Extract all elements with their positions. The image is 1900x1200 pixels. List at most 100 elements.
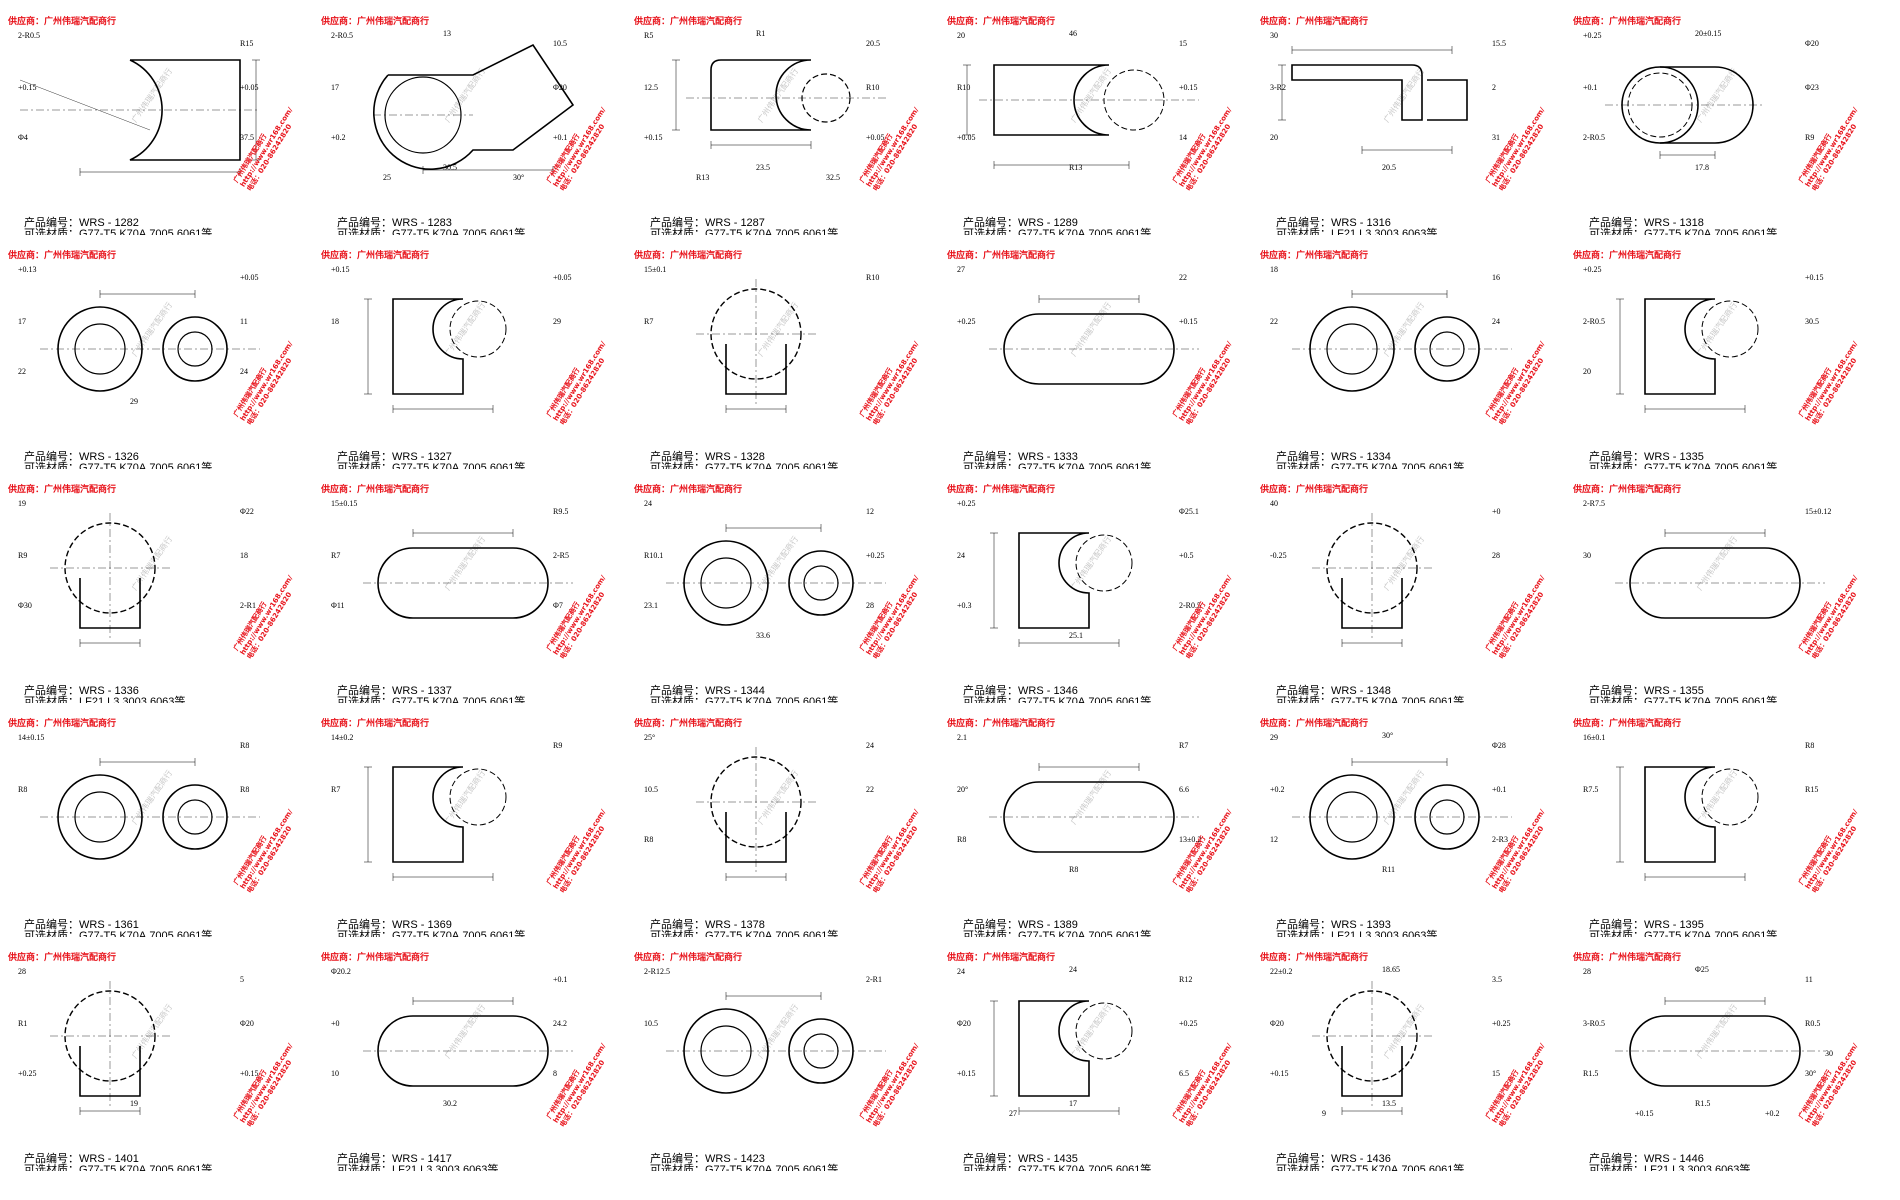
product-code-prefix: 产品编号： [24,451,79,463]
material-value: G77-T5,K70A,7005,6061等 [1018,228,1152,235]
dimension-label: +0.1 [553,975,568,984]
dimension-label: R5 [644,31,653,40]
dimension-label: R8 [240,741,249,750]
dimension-label: +0.15 [240,1069,259,1078]
product-code-value: WRS - 1334 [1331,451,1391,463]
product-code-value: WRS - 1395 [1644,919,1704,931]
product-code-value: WRS - 1326 [79,451,139,463]
product-code-value: WRS - 1393 [1331,919,1391,931]
supplier-label: 供应商：广州伟瑞汽配商行 [634,485,743,495]
dimension-label: 20.5 [1382,163,1396,172]
material-prefix: 可选材质： [337,228,392,235]
dimension-label: 24 [866,741,874,750]
dimension-label: -0.25 [1270,551,1287,560]
dimension-label: 17.8 [1695,163,1709,172]
material-prefix: 可选材质： [337,930,392,937]
dimension-label: 20.5 [866,39,880,48]
product-code-value: WRS - 1378 [705,919,765,931]
material-prefix: 可选材质： [1589,696,1644,703]
dimension-label: 18 [331,317,339,326]
product-code-prefix: 产品编号： [1589,451,1644,463]
material-value: G77-T5,K70A,7005,6061等 [705,696,839,703]
dimension-label: 22 [18,367,26,376]
dimension-label: +0.25 [957,317,976,326]
dimension-label: 29 [1270,733,1278,742]
dimension-label: +0.2 [1270,785,1285,794]
dimension-label: 13.5 [1382,1099,1396,1108]
material-value: G77-T5,K70A,7005,6061等 [1331,1164,1465,1171]
supplier-label: 供应商：广州伟瑞汽配商行 [1260,953,1369,963]
material-prefix: 可选材质： [1589,930,1644,937]
product-code-value: WRS - 1287 [705,217,765,229]
product-code-prefix: 产品编号： [24,1153,79,1165]
dimension-label: R15 [1805,785,1818,794]
product-code: 产品编号：WRS - 1401 [24,1150,139,1166]
dimension-label: 15 [1179,39,1187,48]
supplier-label: 供应商：广州伟瑞汽配商行 [1573,485,1682,495]
dimension-label: 5 [240,975,244,984]
dimension-label: 10.5 [644,785,658,794]
dimension-label: Φ7 [553,601,563,610]
material-prefix: 可选材质： [24,930,79,937]
dimension-label: 14±0.2 [331,733,353,742]
dimension-label: R13 [696,173,709,182]
dimension-label: 24 [957,967,965,976]
product-code-value: WRS - 1435 [1018,1153,1078,1165]
product-code-prefix: 产品编号： [963,451,1018,463]
dimension-label: R10 [957,83,970,92]
dimension-label: 24 [1492,317,1500,326]
dimension-label: 30.5 [1805,317,1819,326]
product-code: 产品编号：WRS - 1327 [337,448,452,464]
product-code-value: WRS - 1417 [392,1153,452,1165]
material-line: 可选材质：LF21,L3,3003,6063等 [24,693,185,703]
dimension-label: 30° [1805,1069,1816,1078]
dimension-label: 2-R0.5 [1583,133,1605,142]
supplier-label: 供应商：广州伟瑞汽配商行 [947,719,1056,729]
material-prefix: 可选材质： [24,696,79,703]
material-prefix: 可选材质： [1276,228,1331,235]
material-value: LF21,L3,3003,6063等 [392,1164,499,1171]
dimension-label: 20±0.15 [1695,29,1721,38]
dimension-label: 2-R0.5 [18,31,40,40]
product-code: 产品编号：WRS - 1369 [337,916,452,932]
dimension-label: R7.5 [1583,785,1598,794]
dimension-label: +0.2 [331,133,346,142]
dimension-label: 2.1 [957,733,967,742]
dimension-label: +0.05 [240,83,259,92]
dimension-label: 23.1 [644,601,658,610]
dimension-label: 30 [1825,1049,1833,1058]
dimension-label: 32.5 [826,173,840,182]
material-value: G77-T5,K70A,7005,6061等 [1331,696,1465,703]
dimension-label: 15±0.15 [331,499,357,508]
supplier-label: 供应商：广州伟瑞汽配商行 [1260,17,1369,27]
dimension-label: +0.15 [1805,273,1824,282]
dimension-label: 31 [1492,133,1500,142]
dimension-label: R7 [644,317,653,326]
material-line: 可选材质：G77-T5,K70A,7005,6061等 [24,1161,212,1171]
dimension-label: +0.05 [240,273,259,282]
dimension-label: R11 [1382,865,1395,874]
material-line: 可选材质：G77-T5,K70A,7005,6061等 [963,459,1151,469]
dimension-label: 11 [1805,975,1813,984]
material-value: G77-T5,K70A,7005,6061等 [392,696,526,703]
supplier-label: 供应商：广州伟瑞汽配商行 [1260,251,1369,261]
material-value: G77-T5,K70A,7005,6061等 [705,1164,839,1171]
